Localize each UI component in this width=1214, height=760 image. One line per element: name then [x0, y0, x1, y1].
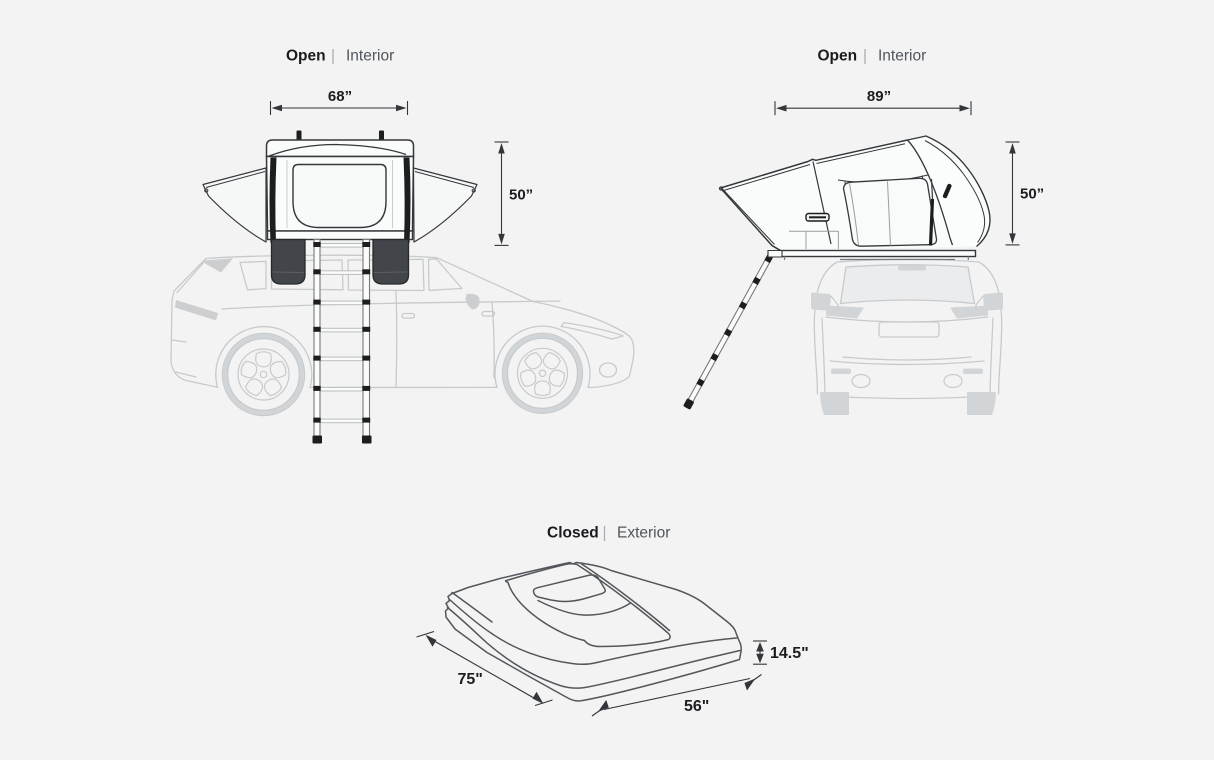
svg-text:89”: 89”	[867, 88, 891, 105]
svg-text:|: |	[863, 48, 867, 65]
svg-text:Open: Open	[818, 48, 858, 65]
svg-text:50”: 50”	[1020, 186, 1044, 203]
svg-text:68”: 68”	[328, 88, 352, 105]
svg-text:Interior: Interior	[346, 48, 394, 65]
svg-text:Interior: Interior	[878, 48, 926, 65]
svg-text:Closed: Closed	[547, 525, 599, 542]
svg-text:|: |	[603, 525, 607, 542]
svg-text:14.5": 14.5"	[770, 645, 809, 662]
svg-text:75": 75"	[458, 671, 483, 688]
svg-text:Open: Open	[286, 48, 326, 65]
svg-text:|: |	[331, 48, 335, 65]
svg-text:56": 56"	[684, 698, 709, 715]
svg-text:Exterior: Exterior	[617, 525, 670, 542]
svg-text:50”: 50”	[509, 187, 533, 204]
